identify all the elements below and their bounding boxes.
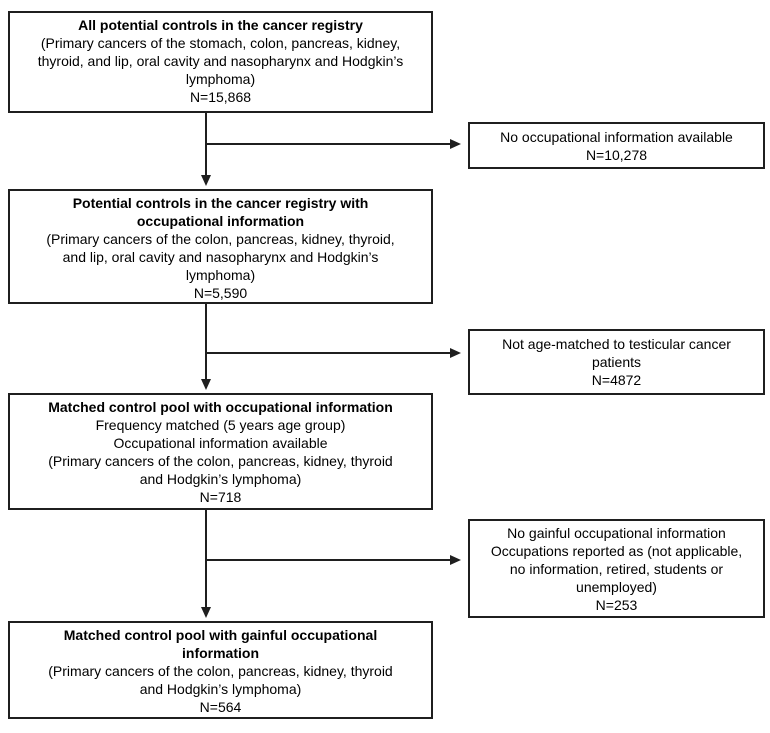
text-line: patients (591, 354, 642, 370)
text-line: Occupations reported as (not applicable, (490, 543, 743, 559)
box-title: Matched control pool with gainful occupa… (14, 626, 427, 662)
text-line: lymphoma) (185, 267, 256, 283)
text-line: occupational information (136, 213, 305, 229)
box-excluded-not-age-matched: Not age-matched to testicular cancer pati… (468, 329, 765, 395)
text-line: Matched control pool with gainful occupa… (63, 627, 378, 643)
text-line: N=253 (595, 597, 638, 613)
box-all-potential-controls: All potential controls in the cancer reg… (8, 11, 433, 113)
text-line: unemployed) (576, 579, 657, 595)
text-line: Matched control pool with occupational i… (48, 399, 393, 415)
box-title: All potential controls in the cancer reg… (14, 16, 427, 34)
box-body: Not age-matched to testicular cancer pati… (474, 335, 759, 389)
text-line: (Primary cancers of the colon, pancreas,… (46, 231, 395, 247)
text-line: (Primary cancers of the colon, pancreas,… (48, 663, 393, 679)
text-line: Not age-matched to testicular cancer (502, 336, 731, 352)
text-line: Potential controls in the cancer registr… (72, 195, 369, 211)
text-line: and Hodgkin’s lymphoma) (139, 471, 302, 487)
text-line: thyroid, and lip, oral cavity and nasoph… (37, 53, 404, 69)
text-line: No gainful occupational information (507, 525, 726, 541)
text-line: N=10,278 (585, 147, 648, 163)
text-line: and lip, oral cavity and nasopharynx and… (62, 249, 379, 265)
text-line: All potential controls in the cancer reg… (78, 17, 363, 33)
box-title: Matched control pool with occupational i… (14, 398, 427, 416)
text-line: Frequency matched (5 years age group) (95, 417, 346, 433)
text-line: N=564 (199, 699, 242, 715)
text-line: N=718 (199, 489, 242, 505)
text-line: (Primary cancers of the stomach, colon, … (40, 35, 401, 51)
text-line: No occupational information available (500, 129, 733, 145)
text-line: N=4872 (591, 372, 642, 388)
box-matched-control-pool-gainful: Matched control pool with gainful occupa… (8, 621, 433, 719)
box-body: (Primary cancers of the stomach, colon, … (14, 34, 427, 106)
text-line: N=15,868 (189, 89, 252, 105)
box-matched-control-pool: Matched control pool with occupational i… (8, 393, 433, 510)
text-line: information (182, 645, 259, 661)
text-line: and Hodgkin’s lymphoma) (139, 681, 302, 697)
box-body: (Primary cancers of the colon, pancreas,… (14, 230, 427, 302)
text-line: N=5,590 (193, 285, 248, 301)
text-line: Occupational information available (113, 435, 328, 451)
box-body: (Primary cancers of the colon, pancreas,… (14, 662, 427, 716)
box-potential-controls-occupational: Potential controls in the cancer registr… (8, 189, 433, 304)
box-body: Frequency matched (5 years age group) Occ… (14, 416, 427, 506)
text-line: no information, retired, students or (509, 561, 724, 577)
text-line: lymphoma) (185, 71, 256, 87)
text-line: (Primary cancers of the colon, pancreas,… (48, 453, 393, 469)
box-title: Potential controls in the cancer registr… (14, 194, 427, 230)
